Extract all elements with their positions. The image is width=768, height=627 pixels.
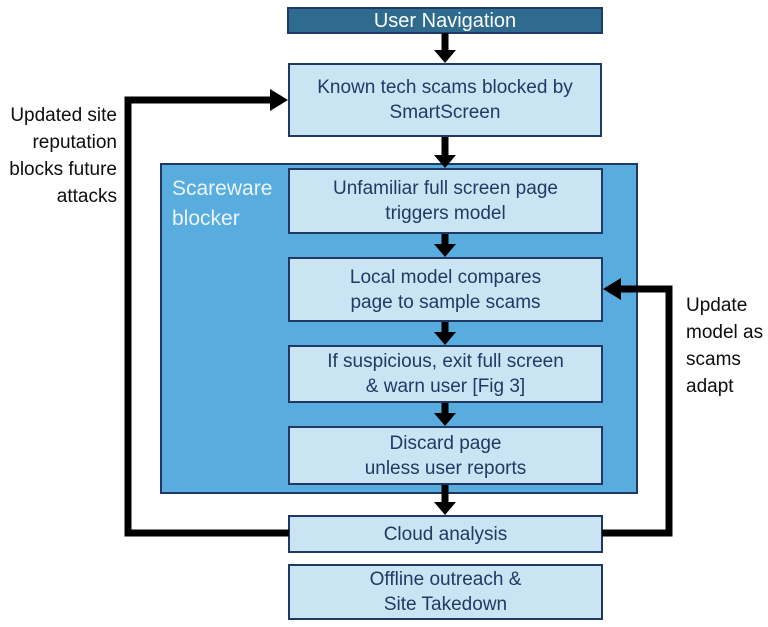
annotation-updated-site-reputation: Updated site reputation blocks future at… <box>9 105 117 207</box>
flow-node-known-tech-scams: Known tech scams blocked by SmartScreen <box>288 63 602 137</box>
flow-node-user-navigation: User Navigation <box>287 7 603 34</box>
flow-node-cloud-analysis: Cloud analysis <box>288 515 603 553</box>
arrow-user-navigation-to-smartscreen-icon <box>434 33 456 63</box>
annotation-update-model-as-scams-adapt: Update model as scams adapt <box>686 295 764 397</box>
scareware-blocker-label: Scareware blocker <box>172 177 273 230</box>
flow-node-offline-outreach: Offline outreach & Site Takedown <box>288 564 603 620</box>
flow-node-local-model-compares: Local model compares page to sample scam… <box>288 257 603 322</box>
flow-node-exit-full-screen-warn-user: If suspicious, exit full screen & warn u… <box>288 345 603 403</box>
flow-node-discard-page: Discard page unless user reports <box>288 426 603 485</box>
flow-node-unfamiliar-page-triggers-model: Unfamiliar full screen page triggers mod… <box>288 168 603 234</box>
